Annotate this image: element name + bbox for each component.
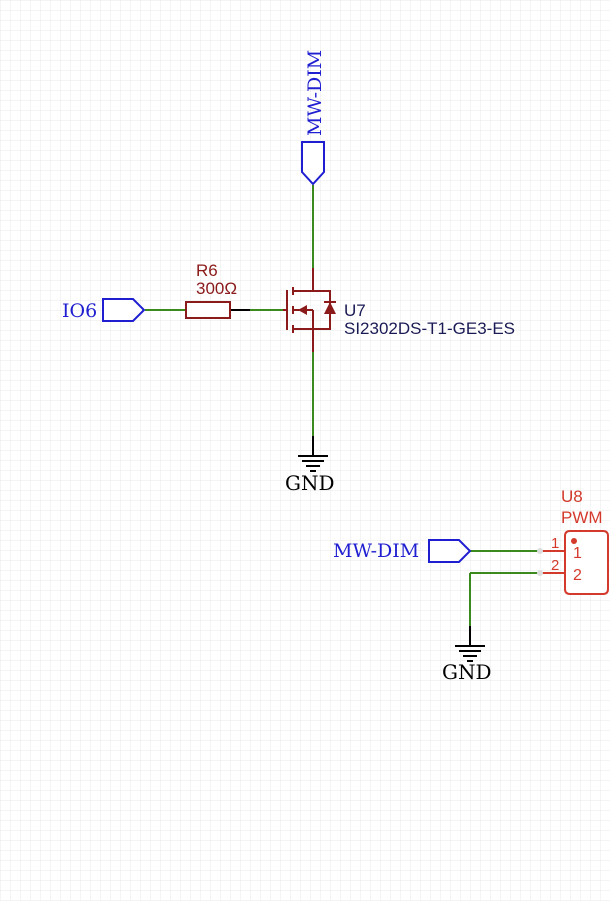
net-flag-arrow-icon xyxy=(301,141,325,186)
connector-value: PWM xyxy=(561,508,603,527)
ground-icon xyxy=(455,626,485,662)
net-flag-mw-dim-top[interactable]: MW-DIM xyxy=(301,50,326,186)
gnd-symbol-2[interactable]: GND xyxy=(442,626,492,684)
pin2-endpoint-icon xyxy=(537,570,543,576)
wires xyxy=(145,185,540,626)
net-label-io6: IO6 xyxy=(62,300,97,322)
connector-u8[interactable]: U8 PWM 1 2 1 2 xyxy=(537,487,609,595)
mosfet-arrow-icon xyxy=(298,305,307,315)
pin1-label: 1 xyxy=(573,545,582,562)
gnd-label-1: GND xyxy=(285,471,335,495)
resistor-r6[interactable]: R6 300Ω xyxy=(185,261,250,319)
net-flag-arrow-icon xyxy=(102,298,146,322)
net-label-mw-dim-connector: MW-DIM xyxy=(333,540,419,562)
gnd-label-2: GND xyxy=(442,660,492,684)
pin2-label: 2 xyxy=(573,567,582,584)
body-diode-icon xyxy=(324,302,336,314)
mosfet-part: SI2302DS-T1-GE3-ES xyxy=(344,319,515,338)
net-flag-arrow-icon xyxy=(428,539,472,563)
net-flag-io6[interactable]: IO6 xyxy=(62,298,146,322)
pin1-number: 1 xyxy=(551,535,559,552)
pin2-number: 2 xyxy=(551,557,559,574)
connector-pin-leads xyxy=(540,550,565,574)
resistor-icon xyxy=(185,301,231,319)
mosfet-ref: U7 xyxy=(344,301,366,320)
resistor-value: 300Ω xyxy=(196,279,237,298)
connector-body-icon xyxy=(564,530,609,595)
net-label-mw-dim-top: MW-DIM xyxy=(304,50,326,136)
resistor-ref: R6 xyxy=(196,261,218,280)
pin1-marker-icon xyxy=(571,538,577,544)
mosfet-u7[interactable]: U7 SI2302DS-T1-GE3-ES xyxy=(283,268,515,352)
net-flag-mw-dim-connector[interactable]: MW-DIM xyxy=(333,539,472,563)
gnd-symbol-1[interactable]: GND xyxy=(285,436,335,495)
ground-icon xyxy=(298,436,328,472)
pin1-endpoint-icon xyxy=(537,548,543,554)
connector-ref: U8 xyxy=(561,487,583,506)
